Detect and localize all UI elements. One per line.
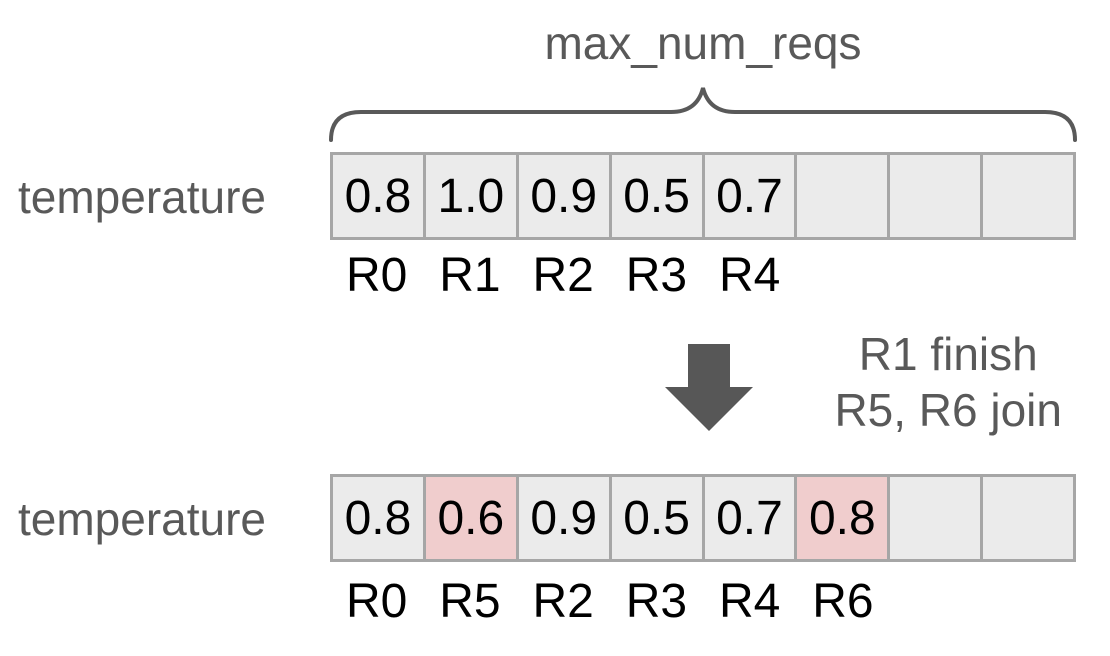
transition-note: R1 finish R5, R6 join — [834, 326, 1062, 438]
request-labels-top: R0 R1 R2 R3 R4 — [330, 248, 1076, 303]
brace-icon — [329, 87, 1077, 142]
temperature-label-bottom: temperature — [18, 493, 267, 545]
array-cell: 0.8 — [333, 155, 423, 237]
request-label: R0 — [345, 249, 408, 302]
array-cell: 0.7 — [701, 155, 795, 237]
request-label: R3 — [625, 249, 688, 302]
request-label: R2 — [532, 249, 594, 302]
request-label: R3 — [625, 575, 688, 628]
transition-note-line2: R5, R6 join — [834, 384, 1062, 436]
transition-note-line1: R1 finish — [858, 328, 1038, 380]
request-label: R4 — [718, 575, 781, 628]
array-cell — [887, 155, 981, 237]
array-cell — [980, 155, 1073, 237]
array-cell-highlighted: 0.8 — [794, 477, 888, 559]
array-cell — [794, 155, 888, 237]
request-label — [890, 574, 983, 629]
array-cell — [887, 477, 981, 559]
array-cell: 0.5 — [608, 477, 702, 559]
request-label: R5 — [439, 575, 501, 628]
temperature-label-top: temperature — [18, 171, 267, 223]
request-label — [983, 248, 1076, 303]
array-cell — [980, 477, 1073, 559]
request-label — [983, 574, 1076, 629]
request-label: R0 — [345, 575, 408, 628]
request-label: R1 — [439, 249, 501, 302]
array-cell: 0.9 — [515, 477, 609, 559]
request-label: R4 — [718, 249, 781, 302]
array-cell: 0.5 — [608, 155, 702, 237]
request-labels-bottom: R0 R5 R2 R3 R4 R6 — [330, 574, 1076, 629]
request-label — [890, 248, 983, 303]
down-arrow-icon — [665, 344, 753, 431]
max-num-reqs-label: max_num_reqs — [544, 17, 862, 69]
array-cell: 0.8 — [333, 477, 423, 559]
request-label — [796, 248, 889, 303]
request-label: R6 — [812, 575, 874, 628]
array-cell: 1.0 — [422, 155, 516, 237]
array-cell: 0.9 — [515, 155, 609, 237]
request-label: R2 — [532, 575, 594, 628]
array-cell: 0.7 — [701, 477, 795, 559]
array-cell-highlighted: 0.6 — [422, 477, 516, 559]
